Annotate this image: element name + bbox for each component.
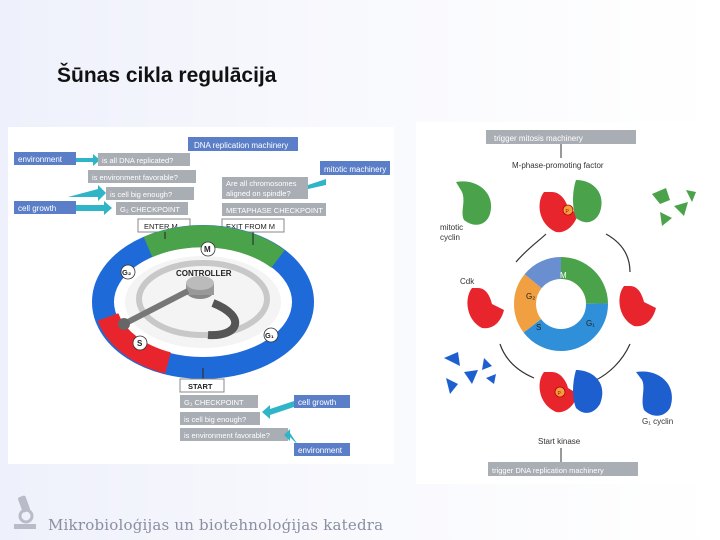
- enter-m-label: ENTER M: [144, 222, 178, 231]
- cell-cycle-ring: [92, 225, 314, 379]
- environment-bottom-label: environment: [298, 446, 343, 455]
- mpf-label: M-phase-promoting factor: [512, 161, 604, 170]
- phase-s-label: S: [137, 339, 143, 348]
- question-dna: is all DNA replicated?: [102, 156, 173, 165]
- start-label: START: [188, 382, 213, 391]
- footer-department: Mikrobioloģijas un biotehnoloģijas kated…: [48, 516, 384, 534]
- exit-from-m-label: EXIT FROM M: [226, 222, 275, 231]
- question-chromosomes-line2: aligned on spindle?: [226, 189, 291, 198]
- cell-growth-bottom-label: cell growth: [298, 398, 336, 407]
- mitotic-machinery-label: mitotic machinery: [324, 165, 386, 174]
- phase-g2-label: G₂: [122, 268, 131, 277]
- question-chromosomes-line1: Are all chromosomes: [226, 179, 297, 188]
- mitotic-cyclin-label-2: cyclin: [440, 233, 460, 242]
- g1-checkpoint-label: G₁ CHECKPOINT: [184, 398, 244, 407]
- controller-label: CONTROLLER: [176, 269, 232, 278]
- cdk-label: Cdk: [460, 277, 475, 286]
- phase-m-label: M: [560, 271, 567, 280]
- phase-g1-label: G₁: [586, 319, 595, 328]
- phase-g1-label: G₁: [265, 331, 274, 340]
- g2-checkpoint-label: G₂ CHECKPOINT: [120, 205, 180, 214]
- trigger-dna-label: trigger DNA replication machinery: [492, 466, 604, 475]
- cdk-cyclin-diagram: trigger mitosis machinery M-phase-promot…: [416, 122, 704, 484]
- question-env-top: is environment favorable?: [92, 173, 178, 182]
- mitotic-cyclin-label-1: mitotic: [440, 223, 463, 232]
- trigger-mitosis-label: trigger mitosis machinery: [494, 134, 583, 143]
- cycle-ring: [514, 257, 608, 351]
- metaphase-checkpoint-label: METAPHASE CHECKPOINT: [226, 206, 323, 215]
- environment-top-label: environment: [18, 155, 63, 164]
- phase-g2-label: G₂: [526, 292, 535, 301]
- start-kinase-label: Start kinase: [538, 437, 581, 446]
- phase-m-label: M: [204, 245, 211, 254]
- slide-title: Šūnas cikla regulācija: [57, 64, 277, 87]
- question-big-top: is cell big enough?: [110, 190, 172, 199]
- cell-growth-top-label: cell growth: [18, 204, 56, 213]
- phase-s-label: S: [536, 323, 541, 332]
- dna-machinery-label: DNA replication machinery: [194, 141, 288, 150]
- question-env-bottom: is environment favorable?: [184, 431, 270, 440]
- mpf-p-label: P: [566, 209, 570, 215]
- checkpoint-diagram: DNA replication machinery environment is…: [8, 127, 394, 464]
- start-kinase-p-label: P: [558, 391, 562, 397]
- question-big-bottom: is cell big enough?: [184, 415, 246, 424]
- microscope-icon: [8, 494, 42, 539]
- g1-cyclin-label: G₁ cyclin: [642, 417, 673, 426]
